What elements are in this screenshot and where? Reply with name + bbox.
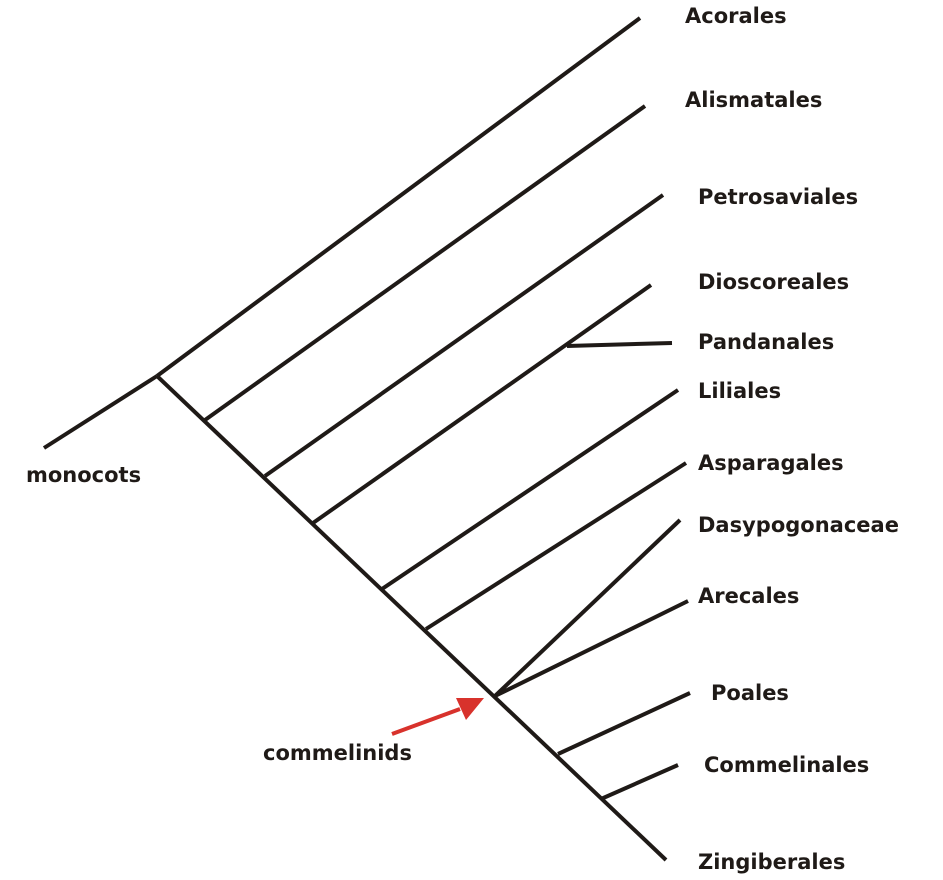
branch-petrosaviales [263, 193, 665, 478]
branch-alismatales [203, 104, 647, 422]
branch-acorales [155, 16, 642, 378]
branch-commelinales [600, 763, 679, 801]
taxon-label-liliales: Liliales [698, 379, 781, 403]
taxon-label-zingiberales: Zingiberales [698, 850, 845, 874]
taxon-label-pandanales: Pandanales [698, 330, 834, 354]
clade-label-commelinids: commelinids [263, 741, 412, 765]
branch-poales [557, 691, 691, 756]
taxon-label-dasypogonaceae: Dasypogonaceae [698, 513, 899, 537]
branch-dasypogonaceae [493, 518, 682, 698]
taxon-label-poales: Poales [711, 681, 789, 705]
taxon-label-acorales: Acorales [685, 4, 787, 28]
taxon-label-alismatales: Alismatales [685, 88, 822, 112]
branch-asparagales [424, 461, 688, 631]
clade-label-monocots: monocots [26, 463, 141, 487]
branch-pandanales [566, 341, 673, 348]
taxon-label-arecales: Arecales [698, 584, 799, 608]
taxon-label-asparagales: Asparagales [698, 451, 844, 475]
taxon-label-petrosaviales: Petrosaviales [698, 185, 858, 209]
branch-liliales [380, 388, 680, 591]
commelinids-arrow [391, 698, 484, 736]
root-branch [42, 374, 159, 450]
main-spine [155, 374, 668, 862]
taxon-label-dioscoreales: Dioscoreales [698, 270, 849, 294]
taxon-label-commelinales: Commelinales [704, 753, 869, 777]
branch-dioscoreales [311, 283, 653, 525]
branch-arecales [494, 599, 689, 698]
